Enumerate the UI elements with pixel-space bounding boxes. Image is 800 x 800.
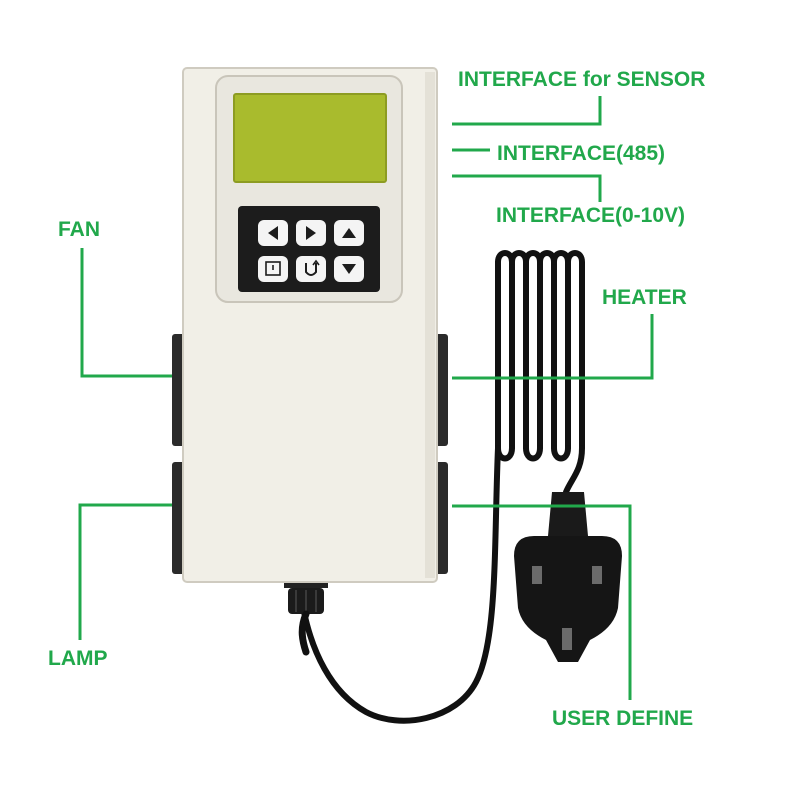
sensor-leader <box>452 96 602 126</box>
heater-leader <box>452 314 654 380</box>
cable-to-device <box>301 445 501 724</box>
lamp-label: LAMP <box>48 647 108 670</box>
user-define-label: USER DEFINE <box>552 707 694 730</box>
0-10v-leader <box>452 174 602 202</box>
keypad-keys <box>258 220 364 282</box>
right-arrow-icon <box>306 226 316 240</box>
housing-side-shade <box>425 72 435 578</box>
power-cable <box>301 250 585 724</box>
interface-0-10v-label: INTERFACE(0-10V) <box>496 204 686 227</box>
return-key <box>296 256 326 282</box>
interface-485-label: INTERFACE(485) <box>497 142 666 165</box>
interface-sensor-label: INTERFACE for SENSOR <box>458 68 706 91</box>
lcd-screen <box>233 93 387 183</box>
plug-pin <box>592 566 602 584</box>
callout-lines <box>78 96 654 700</box>
coil-strand <box>565 250 585 451</box>
fan-label: FAN <box>58 218 100 241</box>
down-arrow-icon <box>342 264 356 274</box>
cable-gland <box>284 578 328 656</box>
gland-cable <box>298 610 310 656</box>
lamp-leader <box>78 503 172 640</box>
return-icon-arrow <box>312 259 320 266</box>
left-arrow-icon <box>268 226 278 240</box>
plug-pin <box>562 628 572 650</box>
return-icon <box>305 263 317 276</box>
cable-to-plug <box>563 445 585 495</box>
heater-label: HEATER <box>602 286 687 309</box>
uk-plug <box>514 492 622 662</box>
plug-pin <box>532 566 542 584</box>
coil-loop <box>523 445 543 462</box>
timer-icon <box>265 261 281 276</box>
plug-strain-relief <box>548 492 588 536</box>
up-arrow-icon <box>342 228 356 238</box>
user-define-leader <box>452 504 632 700</box>
coil-loop <box>551 445 571 462</box>
fan-leader <box>80 248 172 378</box>
